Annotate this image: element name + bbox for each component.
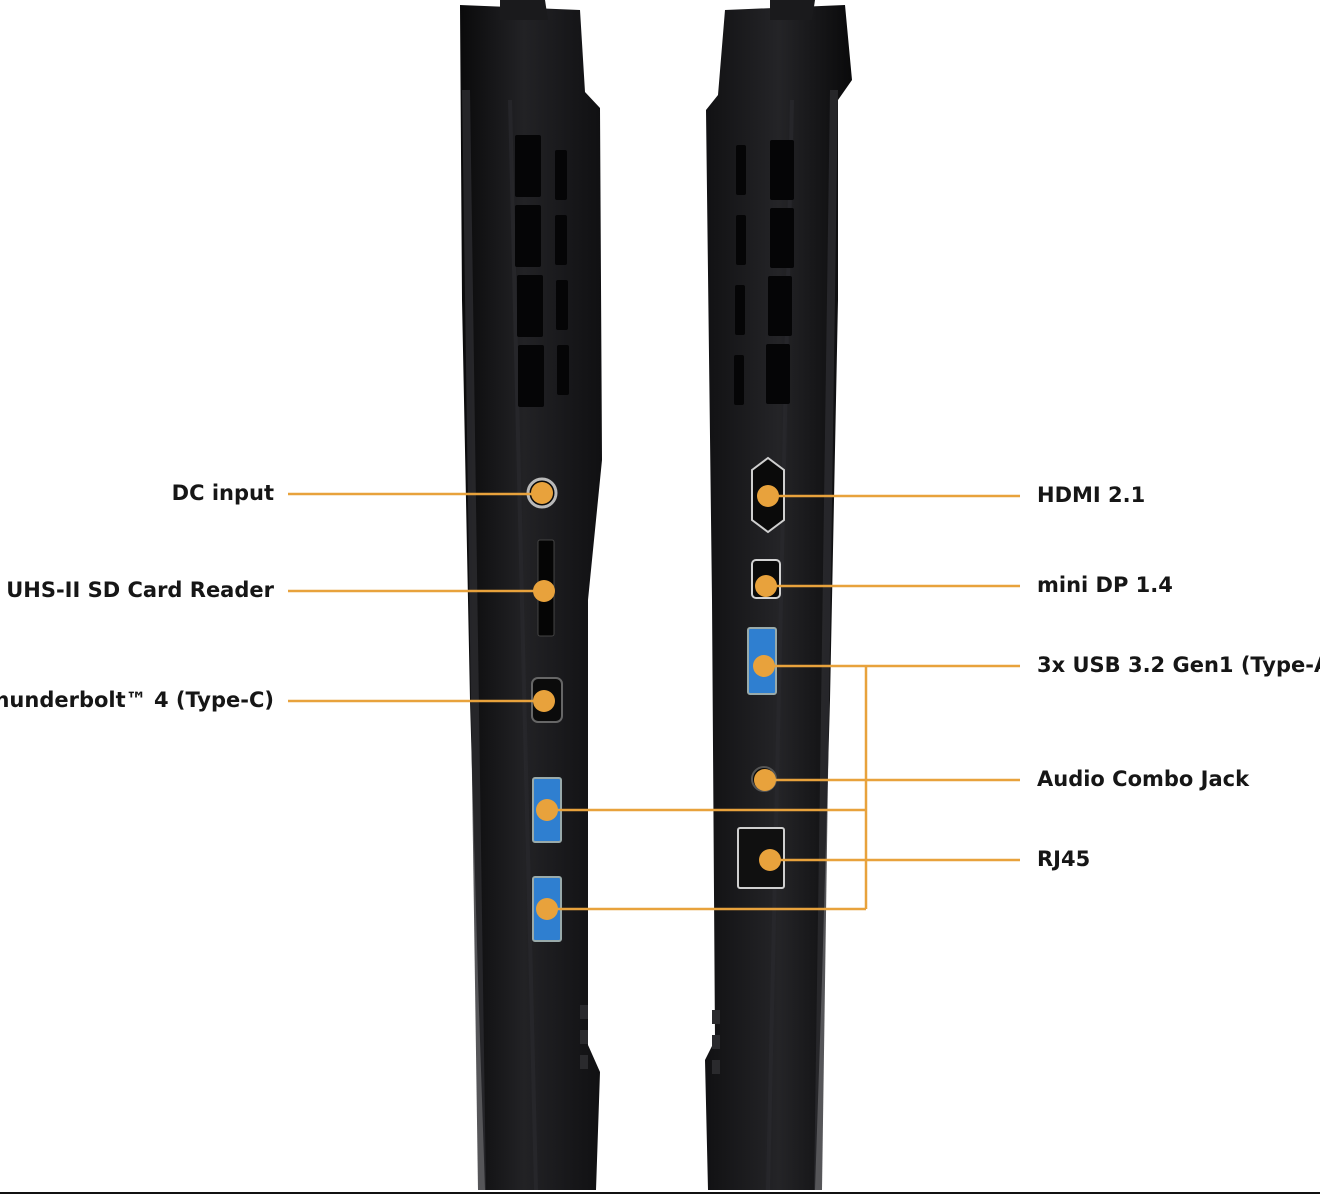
dc-input-dot	[531, 482, 553, 504]
sd-card-dot	[533, 580, 555, 602]
laptop-right-side	[705, 0, 852, 1190]
label-thunderbolt: Thunderbolt™ 4 (Type-C)	[0, 688, 274, 712]
usb-right-dot	[753, 655, 775, 677]
label-dc-input: DC input	[171, 481, 274, 505]
laptop-left-side	[460, 0, 602, 1190]
audio-jack-dot	[754, 769, 776, 791]
label-audio-combo-jack: Audio Combo Jack	[1037, 767, 1250, 791]
usb-left-2-dot	[536, 898, 558, 920]
label-rj45: RJ45	[1037, 847, 1091, 871]
label-usb-type-a: 3x USB 3.2 Gen1 (Type-A)	[1037, 653, 1320, 677]
rj45-dot	[759, 849, 781, 871]
thunderbolt-dot	[533, 690, 555, 712]
bottom-rule	[0, 1192, 1320, 1194]
right-vents	[734, 140, 794, 405]
usb-left-1-dot	[536, 799, 558, 821]
callouts	[288, 492, 1020, 911]
label-mini-dp: mini DP 1.4	[1037, 573, 1173, 597]
mini-dp-dot	[755, 575, 777, 597]
callout-dots	[531, 482, 781, 920]
label-sd-card-reader: UHS-II SD Card Reader	[6, 578, 274, 602]
left-vents	[515, 135, 569, 407]
hdmi-dot	[757, 485, 779, 507]
label-hdmi: HDMI 2.1	[1037, 483, 1146, 507]
